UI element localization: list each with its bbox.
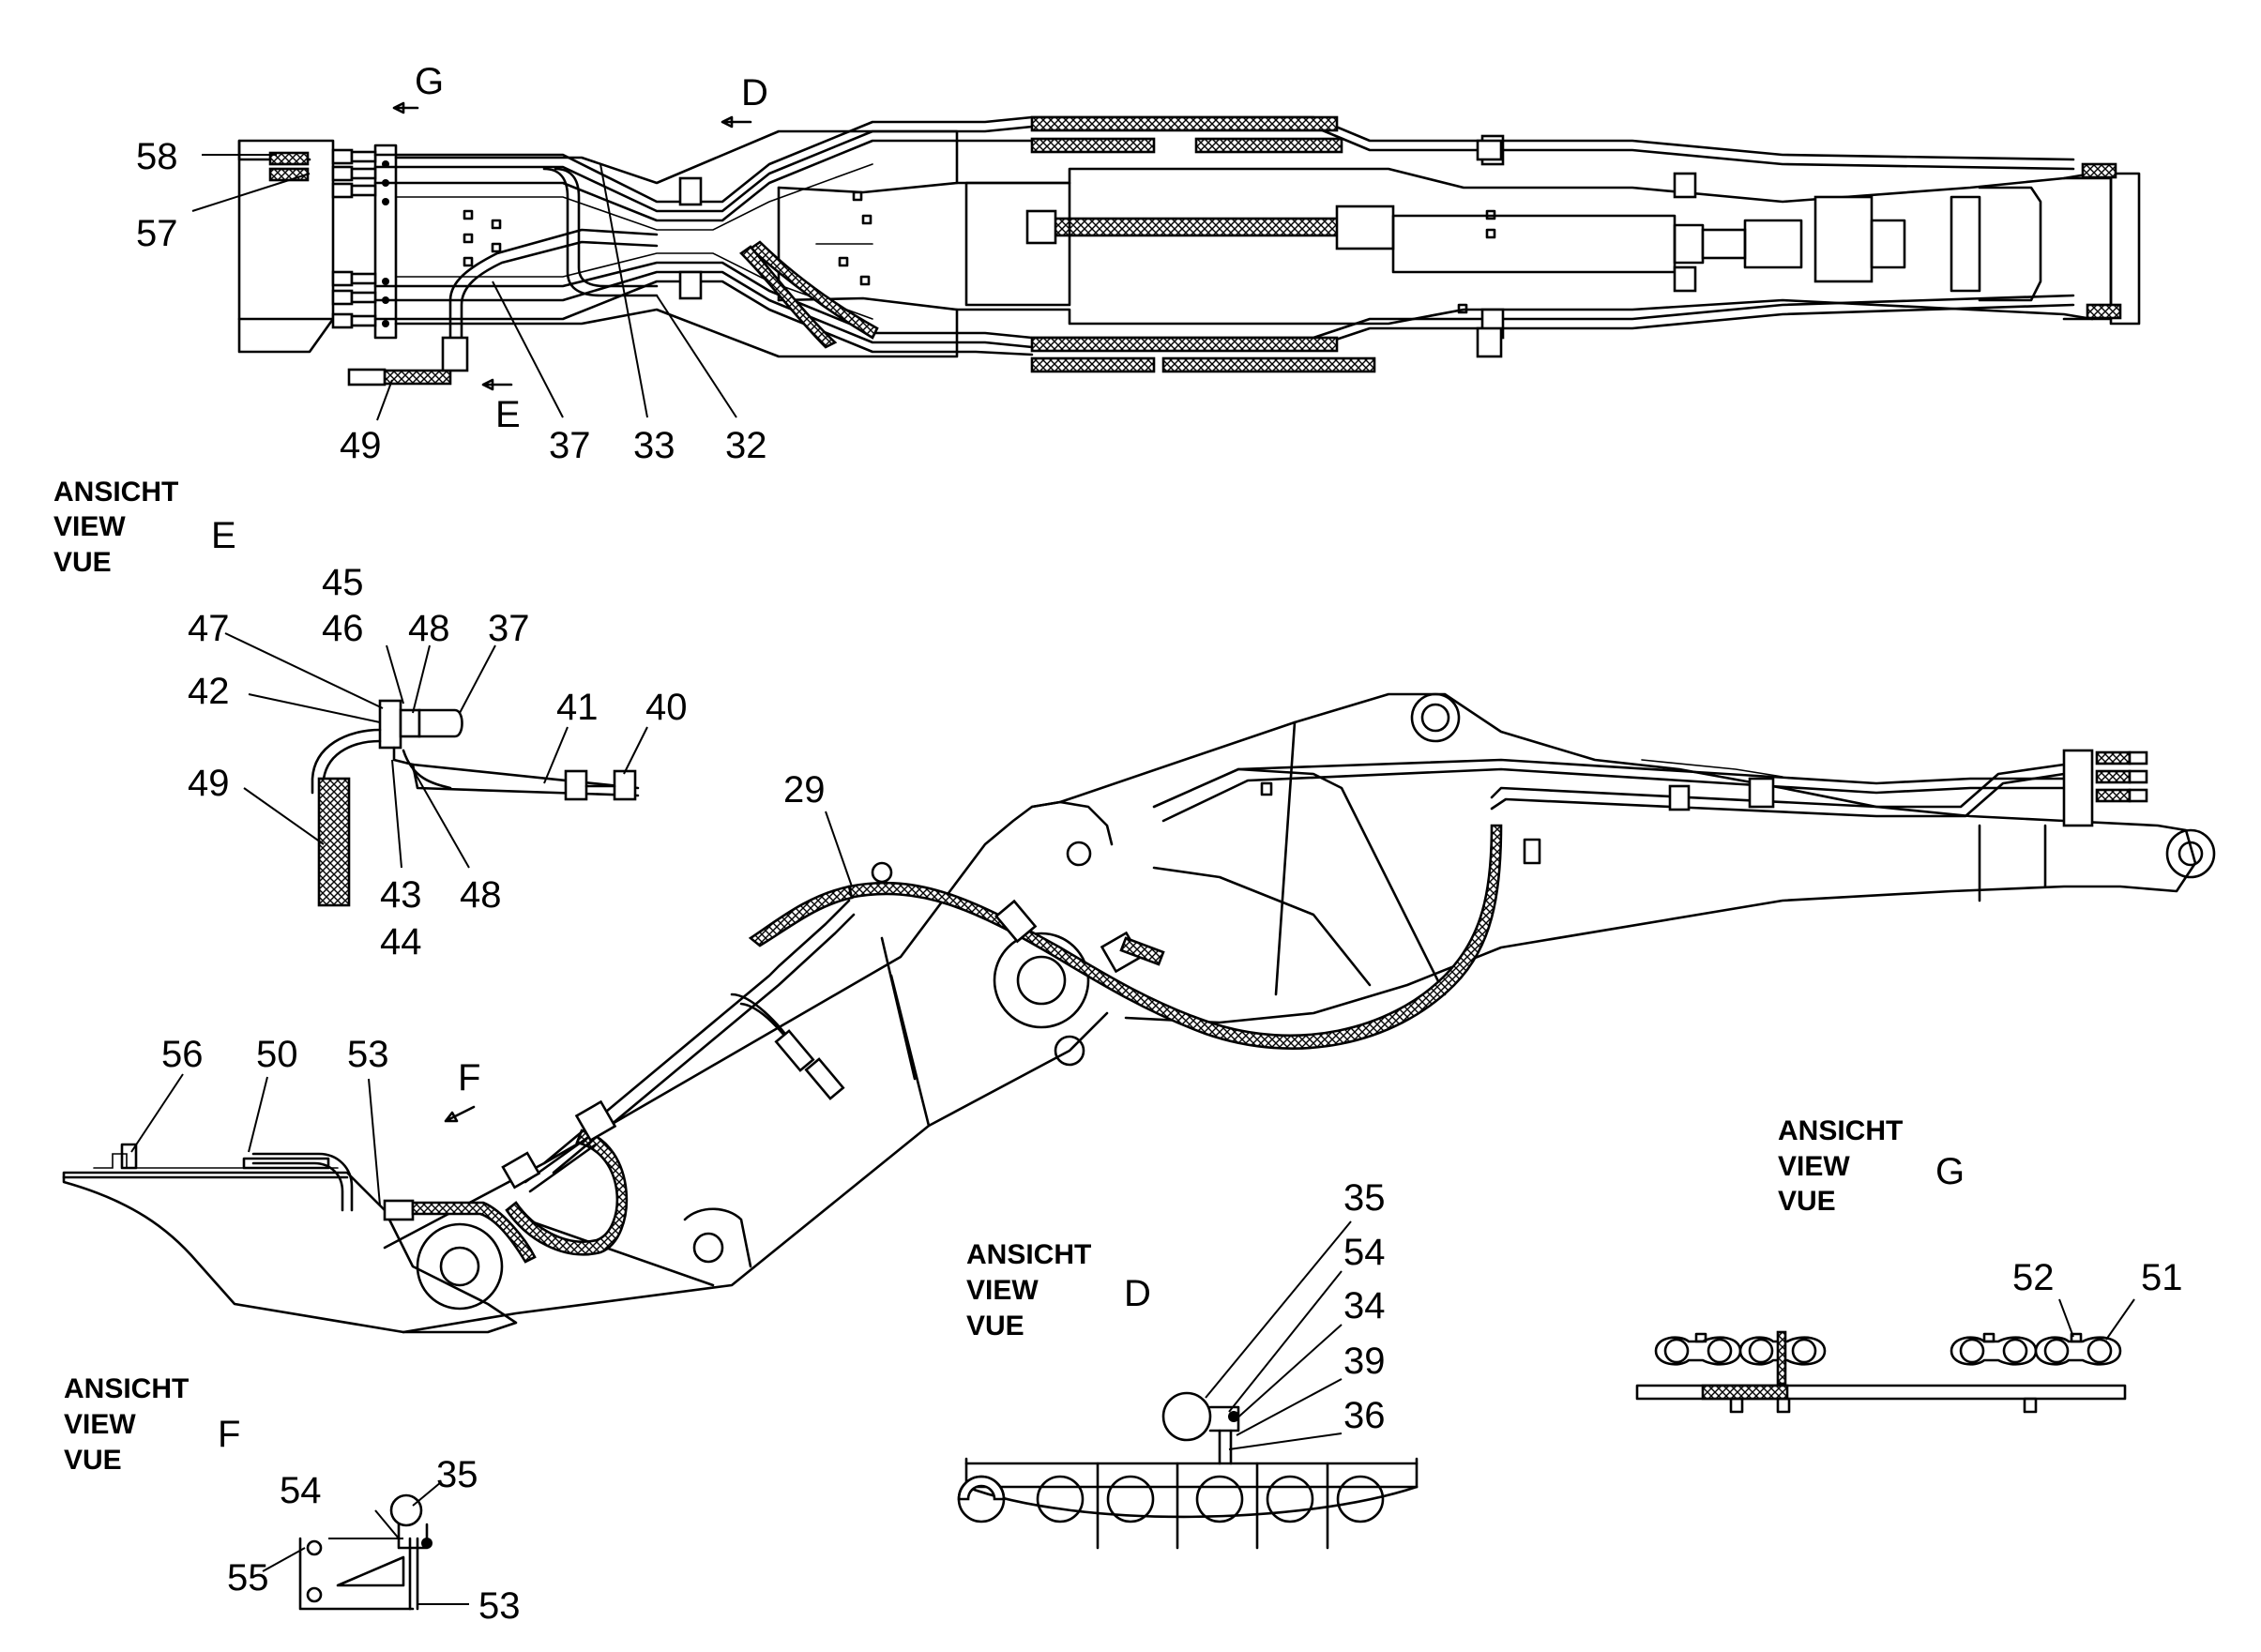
top-plan-view	[237, 115, 2141, 386]
view-f-letter: F	[218, 1414, 240, 1455]
callout-37-e: 37	[488, 608, 530, 649]
callout-29: 29	[783, 769, 826, 811]
view-g-letter: G	[1935, 1151, 1965, 1192]
callout-51: 51	[2141, 1257, 2183, 1298]
callout-34: 34	[1343, 1285, 1386, 1326]
callout-54-f: 54	[280, 1470, 322, 1511]
view-arrows-top	[392, 101, 752, 1123]
view-f-view: VIEW	[64, 1409, 136, 1440]
view-f-ansicht: ANSICHT	[64, 1373, 189, 1404]
callout-43: 43	[380, 874, 422, 916]
callout-50: 50	[256, 1034, 298, 1075]
callout-57: 57	[136, 213, 178, 254]
callout-53-main: 53	[347, 1034, 389, 1075]
view-f-detail	[298, 1493, 432, 1611]
callout-53-f: 53	[478, 1585, 521, 1627]
view-e-detail	[311, 699, 640, 907]
callout-42: 42	[188, 671, 230, 712]
view-g-detail	[1635, 1330, 2127, 1414]
callout-46: 46	[322, 608, 364, 649]
callout-56: 56	[161, 1034, 204, 1075]
callout-48-b: 48	[460, 874, 502, 916]
view-d-vue: VUE	[966, 1311, 1024, 1341]
view-f-leaders	[262, 1481, 469, 1605]
callout-54-d: 54	[1343, 1232, 1386, 1273]
view-e-leaders	[224, 632, 648, 869]
arrow-label-g: G	[415, 61, 444, 102]
view-g-ansicht: ANSICHT	[1778, 1115, 1903, 1146]
callout-55: 55	[227, 1557, 269, 1599]
hydraulic-pipes	[373, 115, 2075, 356]
callout-49-top: 49	[340, 425, 382, 466]
manifold-fittings	[268, 148, 377, 329]
view-f-header: ANSICHT VIEW VUE F	[64, 1373, 240, 1476]
side-elevation-boom	[62, 692, 2216, 1334]
pipe-clamps	[678, 134, 1697, 358]
callout-32: 32	[725, 425, 767, 466]
view-d-letter: D	[1124, 1273, 1151, 1314]
side-view-leaders	[130, 811, 853, 1206]
callout-45: 45	[322, 562, 364, 603]
view-e-vue: VUE	[53, 547, 112, 578]
view-g-vue: VUE	[1778, 1186, 1836, 1217]
top-view-leaders	[191, 154, 737, 421]
callout-48-a: 48	[408, 608, 450, 649]
arm-end-fittings	[2095, 750, 2148, 803]
view-g-header: ANSICHT VIEW VUE G	[1778, 1115, 1965, 1217]
view-e-view: VIEW	[53, 511, 126, 542]
callout-41: 41	[556, 687, 599, 728]
view-d-ansicht: ANSICHT	[966, 1239, 1091, 1270]
callout-44: 44	[380, 921, 422, 962]
callout-47: 47	[188, 608, 230, 649]
arrow-label-d: D	[741, 72, 768, 114]
callout-39: 39	[1343, 1341, 1386, 1382]
callout-35-f: 35	[436, 1454, 478, 1495]
view-g-view: VIEW	[1778, 1151, 1850, 1182]
view-d-leaders	[1205, 1220, 1352, 1450]
callout-58: 58	[136, 136, 178, 177]
callout-37-top: 37	[549, 425, 591, 466]
arrow-label-f: F	[458, 1057, 480, 1099]
view-g-leaders	[2058, 1298, 2135, 1341]
view-f-vue: VUE	[64, 1445, 122, 1476]
callout-52: 52	[2012, 1257, 2055, 1298]
callout-49-e: 49	[188, 763, 230, 804]
callout-40: 40	[645, 687, 688, 728]
view-d-detail	[957, 1391, 1419, 1550]
manifold-bolts	[382, 160, 389, 327]
arrow-label-e: E	[495, 394, 521, 435]
view-e-header: ANSICHT VIEW VUE E	[53, 477, 236, 578]
callout-33: 33	[633, 425, 675, 466]
view-d-view: VIEW	[966, 1275, 1039, 1306]
callout-35-d: 35	[1343, 1177, 1386, 1219]
view-d-header: ANSICHT VIEW VUE D	[966, 1239, 1151, 1341]
view-e-letter: E	[211, 515, 236, 556]
callout-36: 36	[1343, 1395, 1386, 1436]
view-e-ansicht: ANSICHT	[53, 477, 178, 508]
